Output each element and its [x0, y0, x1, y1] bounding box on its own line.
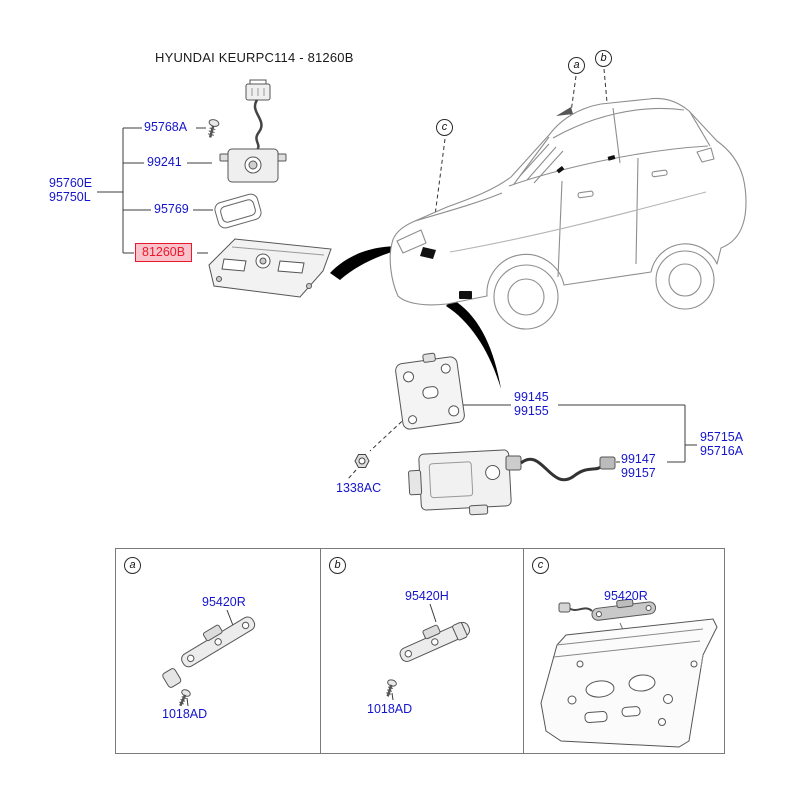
- rear-wheel: [493, 264, 559, 330]
- part-label-95715A[interactable]: 95715A: [700, 430, 744, 444]
- screw-95768A-drawing: [207, 119, 220, 138]
- table-cell-a-drawing: [162, 616, 256, 707]
- part-label-81260B-highlighted[interactable]: 81260B: [135, 243, 193, 262]
- table-cell-b-drawing: [386, 621, 471, 697]
- tail-lamp: [396, 229, 427, 254]
- roof-antenna-fin: [556, 107, 573, 116]
- part-label-1018AD-a[interactable]: 1018AD: [162, 707, 208, 721]
- part-label-1018AD-b[interactable]: 1018AD: [367, 702, 413, 716]
- rear-glass-antenna-lines: [519, 143, 564, 184]
- table-cell-c-drawing: [540, 598, 718, 748]
- part-label-1338AC[interactable]: 1338AC: [336, 481, 382, 495]
- table-cell-a-letter: a: [124, 557, 141, 574]
- body-crease-line: [449, 191, 707, 253]
- front-door-handle: [651, 169, 668, 178]
- callout-a: a: [568, 57, 585, 74]
- car-body-outline: [389, 97, 747, 306]
- screw-1018AD-b-drawing: [386, 679, 397, 697]
- flow-arrows: [330, 246, 501, 389]
- part-label-95420R-c[interactable]: 95420R: [604, 589, 648, 603]
- gasket-95769-drawing: [214, 193, 262, 229]
- nut-1338AC-drawing: [354, 454, 370, 468]
- rear-door-handle: [577, 190, 594, 199]
- bracket-99145-drawing: [395, 352, 465, 430]
- side-mirror: [696, 147, 715, 163]
- part-label-95420H[interactable]: 95420H: [405, 589, 449, 603]
- module-harness-99147-drawing: [408, 449, 616, 516]
- part-label-99147[interactable]: 99147: [621, 452, 656, 466]
- table-divider-1: [320, 548, 322, 754]
- part-label-99155[interactable]: 99155: [514, 404, 549, 418]
- part-label-95769[interactable]: 95769: [154, 202, 189, 216]
- callout-b: b: [595, 50, 612, 67]
- part-label-99241[interactable]: 99241: [147, 155, 182, 169]
- leader-lines: [97, 127, 697, 707]
- table-cell-c-letter: c: [532, 557, 549, 574]
- part-label-99145[interactable]: 99145: [514, 390, 549, 404]
- part-label-95768A[interactable]: 95768A: [144, 120, 188, 134]
- part-label-95420R-a[interactable]: 95420R: [202, 595, 246, 609]
- front-wheel: [655, 250, 715, 310]
- table-divider-2: [523, 548, 525, 754]
- car-drawing: [389, 97, 747, 330]
- part-label-95716A[interactable]: 95716A: [700, 444, 744, 458]
- variant-table: [115, 548, 725, 754]
- callout-c: c: [436, 119, 453, 136]
- trunk-garnish-81260B-drawing: [208, 238, 332, 298]
- location-marks: [420, 155, 616, 299]
- antenna-95420R-drawing: [591, 598, 657, 621]
- part-label-95760E[interactable]: 95760E: [49, 176, 93, 190]
- diagram-title: HYUNDAI KEURPC114 - 81260B: [155, 50, 354, 65]
- front-wheel-hub: [668, 263, 702, 297]
- screw-1018AD-a-drawing: [179, 689, 191, 707]
- table-cell-b-letter: b: [329, 557, 346, 574]
- rear-wheel-hub: [507, 278, 545, 316]
- camera-99241-drawing: [219, 79, 287, 183]
- part-label-99157[interactable]: 99157: [621, 466, 656, 480]
- part-label-95750L[interactable]: 95750L: [49, 190, 91, 204]
